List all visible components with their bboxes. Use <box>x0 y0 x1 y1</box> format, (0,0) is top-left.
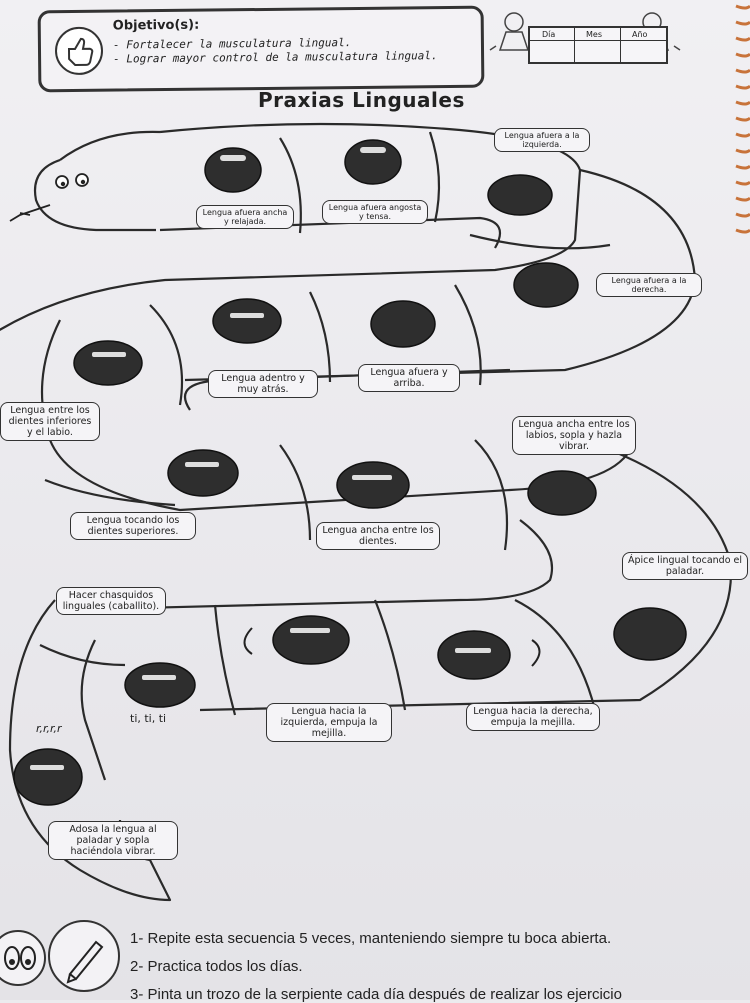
exercise-label-14: Lengua hacia la derecha, empuja la mejil… <box>466 703 600 731</box>
exercise-label-15: Adosa la lengua al paladar y sopla hacié… <box>48 821 178 860</box>
exercise-label-11: Ápice lingual tocando el paladar. <box>622 552 748 580</box>
date-box: Día Mes Año <box>528 26 668 64</box>
pencil-icon <box>48 920 120 992</box>
year-label: Año <box>632 30 648 39</box>
page-title: Praxias Linguales <box>258 88 465 112</box>
r-sound-text: r,r,r,r <box>36 722 62 735</box>
snake-tongue <box>9 204 51 222</box>
exercise-label-12: Hacer chasquidos linguales (caballito). <box>56 587 166 615</box>
objectives-box: Objetivo(s): - Fortalecer la musculatura… <box>37 5 485 93</box>
exercise-label-6: Lengua afuera y arriba. <box>358 364 460 392</box>
day-label: Día <box>542 30 556 39</box>
exercise-label-13: Lengua hacia la izquierda, empuja la mej… <box>266 703 392 742</box>
instruction-2: 2- Practica todos los días. <box>130 958 303 975</box>
instruction-3: 3- Pinta un trozo de la serpiente cada d… <box>130 986 622 1003</box>
exercise-label-4: Lengua afuera a la derecha. <box>596 273 702 297</box>
exercise-label-7: Lengua entre los dientes inferiores y el… <box>0 402 100 441</box>
exercise-label-3: Lengua afuera a la izquierda. <box>494 128 590 152</box>
ti-sound-text: ti, ti, ti <box>130 712 167 725</box>
exercise-label-1: Lengua afuera ancha y relajada. <box>196 205 294 229</box>
exercise-label-5: Lengua adentro y muy atrás. <box>208 370 318 398</box>
eyes-icon <box>0 930 46 986</box>
exercise-label-2: Lengua afuera angosta y tensa. <box>322 200 428 224</box>
exercise-label-10: Lengua ancha entre los dientes. <box>316 522 440 550</box>
spiral-binding <box>735 4 750 234</box>
exercise-label-9: Lengua tocando los dientes superiores. <box>70 512 196 540</box>
month-label: Mes <box>586 30 602 39</box>
exercise-label-8: Lengua ancha entre los labios, sopla y h… <box>512 416 636 455</box>
instruction-1: 1- Repite esta secuencia 5 veces, manten… <box>130 930 612 947</box>
snake-eyes <box>55 173 89 189</box>
thumbs-up-icon <box>54 26 104 76</box>
